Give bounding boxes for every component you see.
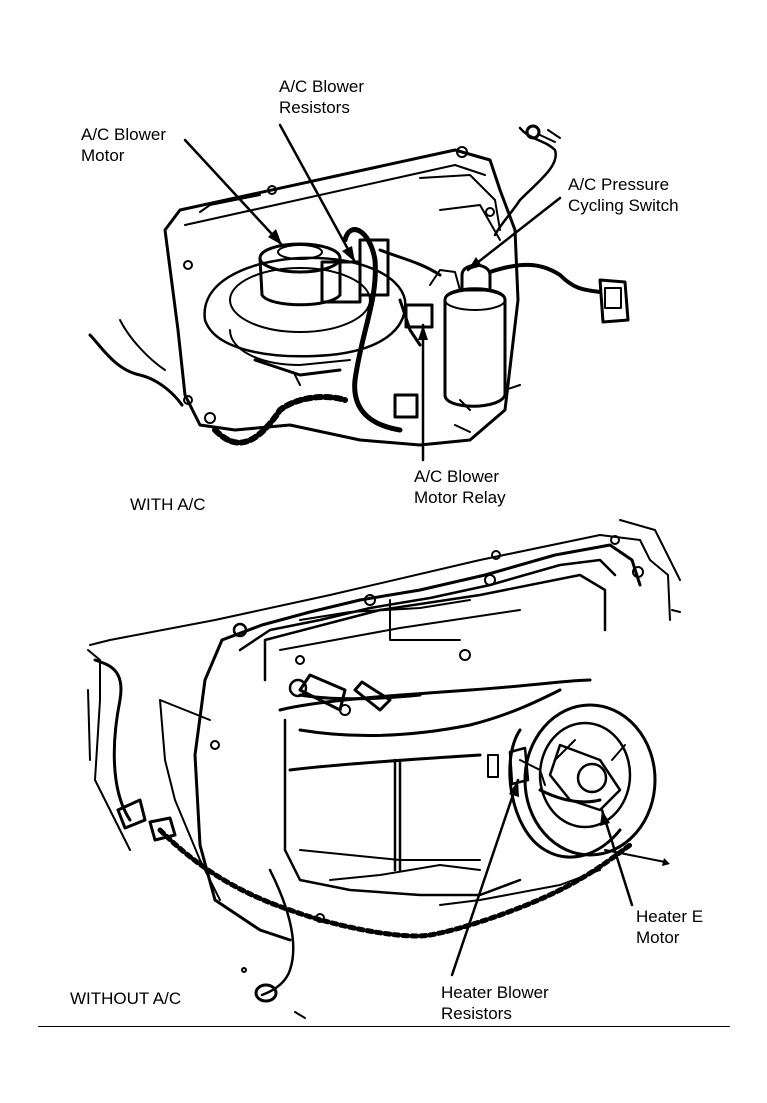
ac-unit-assembly <box>88 124 630 447</box>
caption-without-ac: WITHOUT A/C <box>70 989 182 1008</box>
label-ac-pressure-cycling-switch: A/C Pressure Cycling Switch <box>568 175 679 215</box>
heater-unit-assembly <box>87 519 681 1019</box>
label-ac-blower-resistors: A/C Blower Resistors <box>279 77 365 117</box>
top-leader-lines <box>183 123 562 462</box>
caption-with-ac: WITH A/C <box>130 495 206 514</box>
bottom-leader-lines <box>450 778 634 977</box>
bottom-divider <box>38 1026 730 1027</box>
label-heater-blower-motor: Heater E Motor <box>636 907 704 947</box>
label-ac-blower-motor: A/C Blower Motor <box>81 125 167 165</box>
label-ac-blower-motor-relay: A/C Blower Motor Relay <box>414 467 506 507</box>
label-heater-blower-resistors: Heater Blower Resistors <box>441 983 549 1023</box>
